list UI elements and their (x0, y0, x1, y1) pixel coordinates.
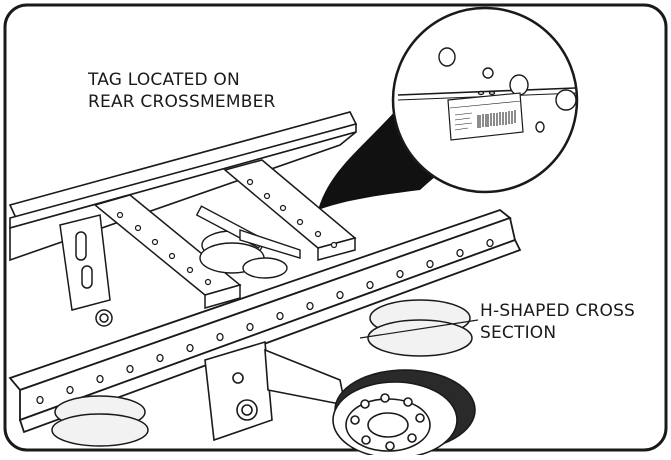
air-spring-right (367, 299, 473, 357)
front-hanger (59, 214, 113, 327)
front-frame-rail (8, 208, 522, 434)
tag-location-label: TAG LOCATED ON REAR CROSSMEMBER (88, 69, 276, 113)
front-rail-holes (36, 238, 494, 405)
crossmember-rear (223, 159, 357, 261)
crossmember-holes (116, 178, 338, 286)
wheel-hub (332, 369, 476, 459)
cross-section-line-2: SECTION (480, 323, 557, 343)
serial-tag (447, 92, 524, 141)
suspension-assembly (195, 205, 301, 279)
cross-section-leader (359, 319, 479, 339)
air-spring-left (51, 395, 149, 447)
cross-section-line-1: H-SHAPED CROSS (480, 301, 636, 321)
tag-location-line-2: REAR CROSSMEMBER (88, 92, 276, 112)
cross-section-label: H-SHAPED CROSS SECTION (480, 300, 635, 344)
tag-location-line-1: TAG LOCATED ON (88, 70, 240, 90)
tag-detail-callout (391, 6, 579, 194)
crossmember-front (93, 194, 242, 309)
